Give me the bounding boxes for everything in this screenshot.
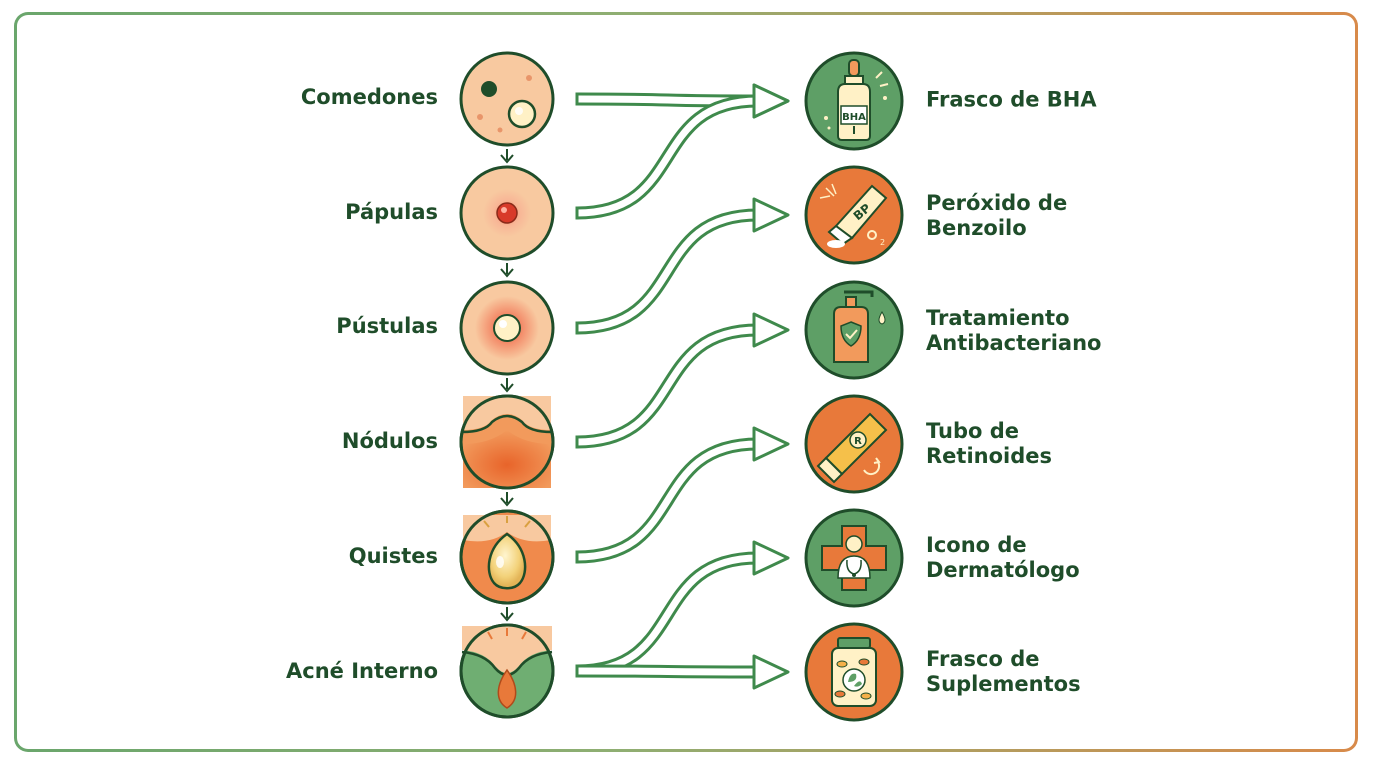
stage-icon-acne-interno (459, 623, 555, 719)
treatment-label-peroxido: Peróxido de Benzoilo (926, 191, 1166, 241)
stage-icon-quistes (459, 509, 555, 605)
supplement-jar-icon (804, 622, 904, 722)
treatment-label-line: Dermatólogo (926, 558, 1080, 582)
connector-arrow (575, 426, 790, 564)
stage-label-acne-interno: Acné Interno (286, 659, 438, 683)
treatment-label-line: Retinoides (926, 444, 1052, 468)
treatment-label-bha: Frasco de BHA (926, 88, 1166, 113)
treatment-label-line: Suplementos (926, 672, 1081, 696)
treatment-label-suplementos: Frasco de Suplementos (926, 647, 1166, 697)
progression-arrow (500, 263, 514, 278)
stage-icon-pustulas (459, 280, 555, 376)
cream-tube-icon: BP 2 (804, 165, 904, 265)
o2-subscript-text: 2 (880, 238, 885, 247)
pump-bottle-icon (804, 280, 904, 380)
progression-arrow (500, 149, 514, 164)
treatment-arrows (575, 83, 790, 690)
treatment-label-line: Benzoilo (926, 216, 1027, 240)
stage-label-papulas: Pápulas (345, 200, 438, 224)
connector-arrow (575, 197, 790, 335)
stage-label-quistes: Quistes (348, 544, 438, 568)
treatment-label-retinoides: Tubo de Retinoides (926, 419, 1166, 469)
connector-arrow (575, 83, 790, 220)
treatment-label-line: Tubo de (926, 419, 1020, 443)
treatment-label-dermatologo: Icono de Dermatólogo (926, 533, 1166, 583)
retinoid-badge-text: R (854, 436, 862, 447)
stage-icon-comedones (459, 51, 555, 147)
progression-arrow (500, 378, 514, 393)
progression-arrows (500, 149, 514, 622)
connector-arrow (575, 654, 790, 690)
stage-label-comedones: Comedones (300, 85, 438, 109)
treatment-label-line: Frasco de (926, 647, 1040, 671)
retinoid-tube-icon: R (804, 394, 904, 494)
bha-badge-text: BHA (842, 112, 866, 123)
serum-bottle-icon: BHA (804, 51, 904, 151)
treatment-label-line: Frasco de BHA (926, 87, 1097, 112)
progression-arrow (500, 492, 514, 507)
treatment-label-line: Antibacteriano (926, 331, 1102, 355)
treatment-label-line: Icono de (926, 533, 1027, 557)
progression-arrow (500, 607, 514, 622)
stage-label-pustulas: Pústulas (336, 314, 438, 338)
stage-icon-nodulos (459, 394, 555, 490)
treatment-label-antibacteriano: Tratamiento Antibacteriano (926, 306, 1166, 356)
stage-icon-papulas (459, 165, 555, 261)
treatment-label-line: Peróxido de (926, 191, 1068, 215)
stage-label-nodulos: Nódulos (341, 429, 438, 453)
dermatologist-icon (804, 508, 904, 608)
connector-arrow (575, 312, 790, 449)
treatment-label-line: Tratamiento (926, 306, 1070, 330)
